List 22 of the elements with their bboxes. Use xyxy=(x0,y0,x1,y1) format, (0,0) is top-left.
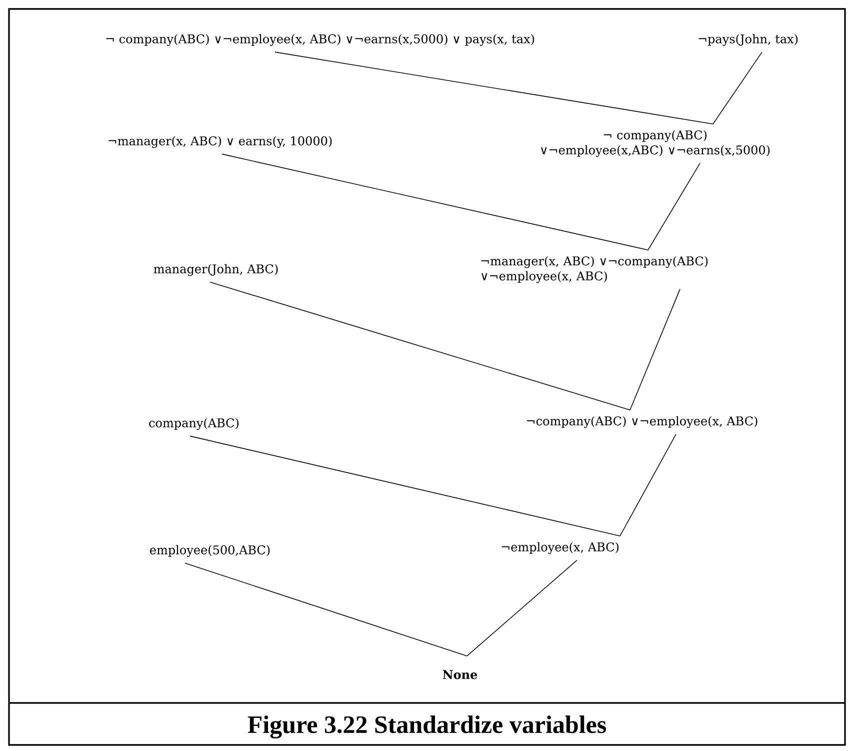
resolution-line xyxy=(184,562,468,656)
resolution-line xyxy=(466,560,578,656)
clause-text: ¬manager(x, ABC) ∨ earns(y, 10000) xyxy=(108,136,332,148)
resolution-line xyxy=(712,52,762,124)
result-text: None xyxy=(442,670,478,680)
clause-text: ¬ company(ABC) ∨¬employee(x, ABC) ∨¬earns(x,5000) ∨ pays(x, tax) xyxy=(106,34,534,46)
clause-text: manager(John, ABC) xyxy=(154,264,278,276)
clause-text: ¬employee(x, ABC) xyxy=(502,542,618,554)
resolution-line xyxy=(620,434,676,536)
clause-text: employee(500,ABC) xyxy=(150,545,270,557)
clause-text: ¬ company(ABC) ∨¬employee(x,ABC) ∨¬earns(x,5000) xyxy=(541,130,770,157)
clause-text: ¬pays(John, tax) xyxy=(698,34,798,46)
clause-text: company(ABC) xyxy=(149,418,238,430)
figure-caption: Figure 3.22 Standardize variables xyxy=(248,716,606,738)
resolution-line xyxy=(630,288,680,410)
resolution-line xyxy=(274,52,714,124)
resolution-line xyxy=(648,162,700,250)
resolution-line xyxy=(210,282,630,410)
clause-text: ¬company(ABC) ∨¬employee(x, ABC) xyxy=(527,416,758,428)
resolution-line xyxy=(222,154,648,250)
clause-text: ¬manager(x, ABC) ∨¬company(ABC) ∨¬employee(x, ABC) xyxy=(481,256,708,283)
resolution-line xyxy=(190,436,620,536)
